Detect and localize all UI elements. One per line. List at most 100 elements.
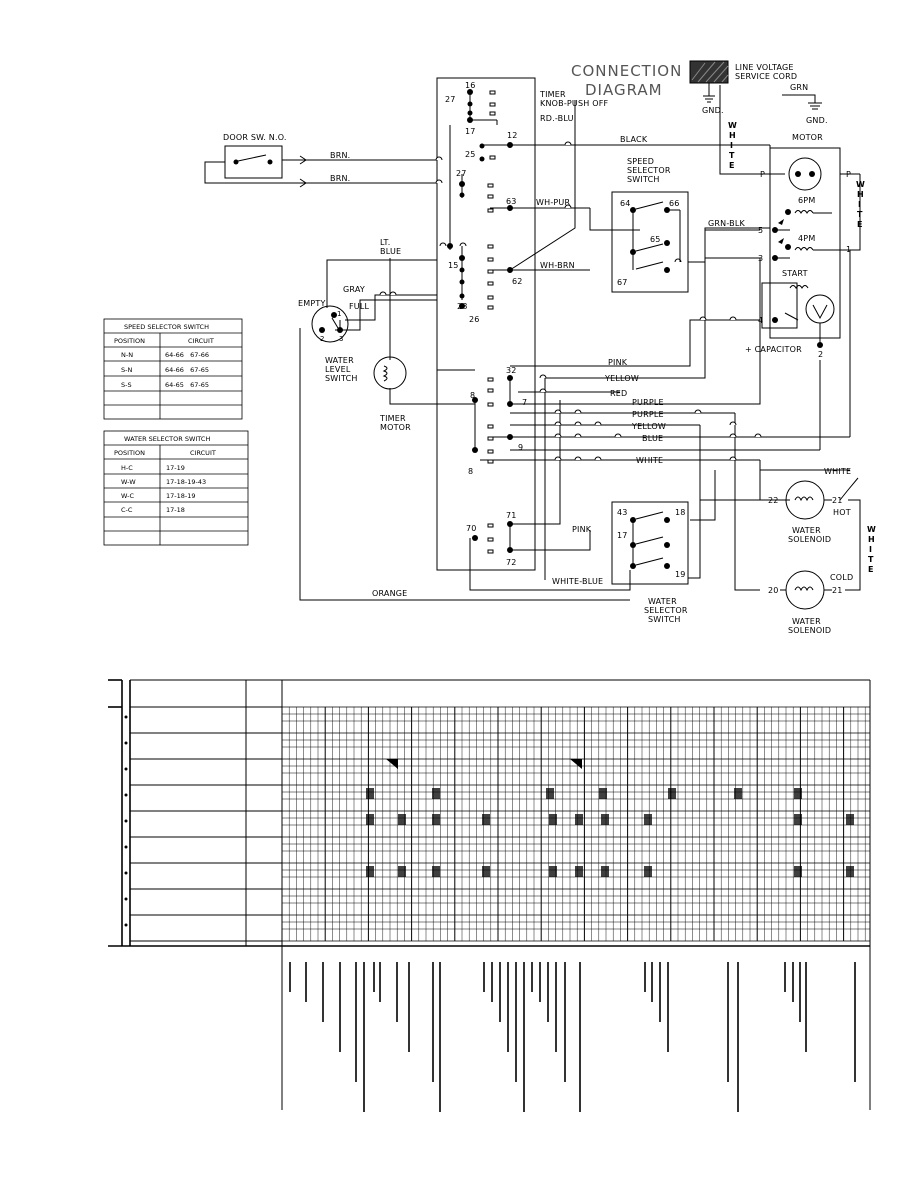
chart-cross-mark	[644, 814, 652, 825]
svg-text:64-66 67-65: 64-66 67-65	[165, 366, 209, 374]
svg-text:T: T	[868, 555, 874, 564]
chart-cross-mark	[668, 788, 676, 799]
hot-sol-22: 22	[768, 496, 779, 505]
svg-text:T: T	[729, 151, 735, 160]
svg-text:17-18-19-43: 17-18-19-43	[166, 478, 206, 486]
svg-text:17-19: 17-19	[166, 464, 185, 472]
svg-text:SPEED SELECTOR SWITCH: SPEED SELECTOR SWITCH	[124, 323, 209, 331]
chart-cross-mark	[601, 866, 609, 877]
chart-flag-mark	[386, 759, 398, 769]
chart-cross-mark	[846, 866, 854, 877]
chart-cross-mark	[549, 814, 557, 825]
terminal-67: 67	[617, 278, 628, 287]
speed-caption-1: SPEED	[627, 157, 654, 166]
gnd-label-cord: GND.	[702, 106, 724, 115]
terminal-43: 43	[617, 508, 628, 517]
svg-text:64-65 67-65: 64-65 67-65	[165, 381, 209, 389]
cold-sol-cap-1: WATER	[792, 617, 821, 626]
wire-pink: PINK	[608, 358, 628, 367]
wls-empty: EMPTY	[298, 299, 326, 308]
motor-box	[769, 147, 841, 339]
wire-red: RED	[610, 389, 627, 398]
chart-cross-mark	[398, 814, 406, 825]
chart-cross-mark	[549, 866, 557, 877]
wire-brn-2: BRN.	[330, 174, 350, 183]
wire-yellow: YELLOW	[604, 374, 639, 383]
terminal-15: 15	[448, 261, 459, 270]
terminal-26: 26	[469, 315, 480, 324]
timer-caption-3: RD.-BLU.	[540, 114, 576, 123]
chart-cross-mark	[432, 814, 440, 825]
wire-blue: BLUE	[642, 434, 663, 443]
wire-pink-2: PINK	[572, 525, 592, 534]
wire-crossover-hops	[379, 141, 762, 461]
chart-cross-mark	[734, 788, 742, 799]
terminal-28: 28	[457, 302, 468, 311]
wls-caption-3: SWITCH	[325, 374, 358, 383]
water-selector-table: WATER SELECTOR SWITCH POSITION CIRCUIT H…	[103, 430, 249, 546]
terminal-8: 8	[470, 391, 475, 400]
svg-text:W: W	[867, 525, 876, 534]
wire-white-2: WHITE	[824, 467, 851, 476]
hot-sol-cap-1: WATER	[792, 526, 821, 535]
chart-cross-mark	[575, 866, 583, 877]
svg-text:H-C: H-C	[121, 464, 133, 472]
chart-cross-mark	[599, 788, 607, 799]
timer-sequence-chart	[108, 679, 871, 1112]
svg-text:S-S: S-S	[121, 381, 132, 389]
timer-caption-2: KNOB-PUSH OFF	[540, 99, 609, 108]
terminal-62: 62	[512, 277, 523, 286]
terminal-17b: 17	[617, 531, 628, 540]
cold-sol-20: 20	[768, 586, 779, 595]
timer-motor	[373, 356, 407, 390]
chart-row-marker	[124, 715, 128, 719]
cold-sol-21: 21	[832, 586, 843, 595]
door-switch-label: DOOR SW. N.O.	[223, 133, 287, 142]
chart-row-marker	[124, 793, 128, 797]
wls-t3: 3	[339, 335, 343, 343]
diagram-title-line2: DIAGRAM	[585, 81, 663, 99]
svg-text:17-18: 17-18	[166, 506, 185, 514]
motor-p1: P	[760, 170, 765, 179]
chart-cross-mark	[601, 814, 609, 825]
speed-selector-table: SPEED SELECTOR SWITCH POSITION CIRCUIT N…	[103, 318, 243, 420]
terminal-19: 19	[675, 570, 686, 579]
cold-water-solenoid	[780, 570, 832, 610]
chart-row-marker	[124, 923, 128, 927]
water-contacts	[630, 511, 670, 569]
wire-purple-2: PURPLE	[632, 410, 664, 419]
water-caption-2: SELECTOR	[644, 606, 688, 615]
chart-cross-mark	[482, 814, 490, 825]
svg-text:H: H	[729, 131, 736, 140]
hot-sol-hot: HOT	[833, 508, 851, 517]
terminal-63: 63	[506, 197, 517, 206]
timer-caption-1: TIMER	[539, 90, 566, 99]
grn-label: GRN	[790, 83, 808, 92]
terminal-65: 65	[650, 235, 661, 244]
terminal-32: 32	[506, 366, 517, 375]
motor-capacitor: + CAPACITOR	[745, 345, 802, 354]
motor-label: MOTOR	[792, 133, 823, 142]
hot-sol-cap-2: SOLENOID	[788, 535, 831, 544]
terminal-17: 17	[465, 127, 476, 136]
chart-cross-mark	[846, 814, 854, 825]
wire-yellow-2: YELLOW	[631, 422, 666, 431]
water-selector-box	[611, 501, 689, 585]
motor-terminal-1: 1	[846, 245, 851, 254]
wls-full: FULL	[349, 302, 370, 311]
timer-motor-1: TIMER	[379, 414, 406, 423]
terminal-8b: 8	[468, 467, 473, 476]
wire-grnblk: GRN-BLK	[708, 219, 745, 228]
chart-cross-mark	[432, 788, 440, 799]
hot-water-solenoid	[780, 480, 832, 520]
chart-row-marker	[124, 845, 128, 849]
wire-white-blue: WHITE-BLUE	[552, 577, 603, 586]
motor-6pm: 6PM	[798, 196, 815, 205]
chart-cross-mark	[482, 866, 490, 877]
wls-caption-2: LEVEL	[325, 365, 351, 374]
wire-white: WHITE	[636, 456, 663, 465]
svg-text:S-N: S-N	[121, 366, 132, 374]
svg-text:W-W: W-W	[121, 478, 136, 486]
wire-purple-1: PURPLE	[632, 398, 664, 407]
